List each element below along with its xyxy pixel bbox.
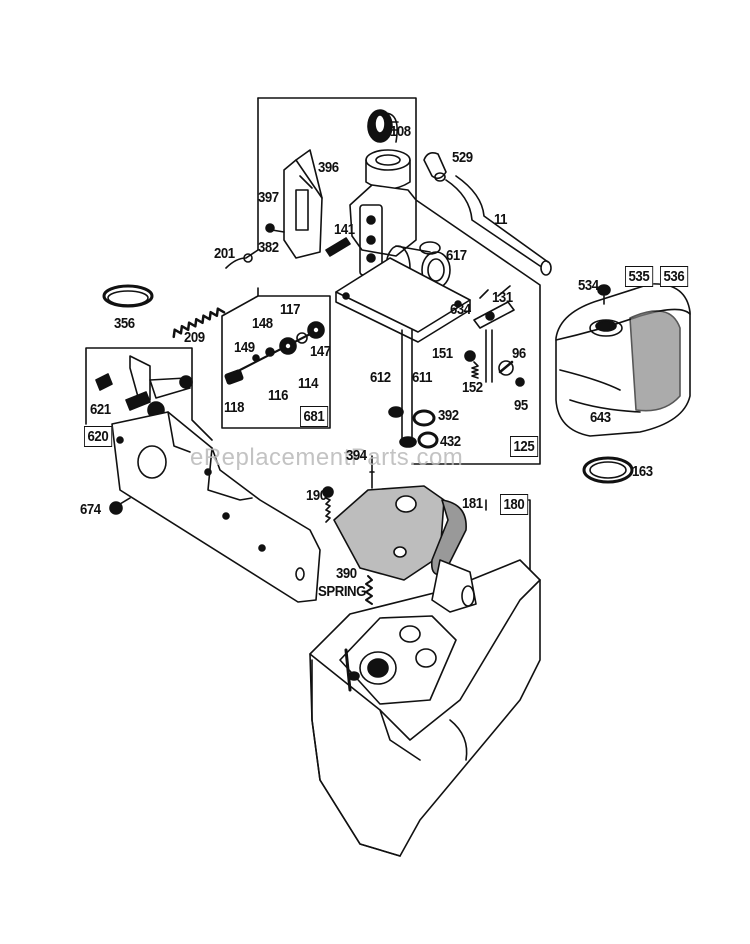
part-190-screw	[322, 486, 334, 523]
label-108: 108	[390, 123, 411, 140]
label-621: 621	[90, 401, 111, 418]
label-209: 209	[184, 329, 205, 346]
label-95: 95	[514, 397, 528, 414]
part-382-screw	[265, 223, 285, 233]
label-620: 620	[84, 426, 112, 447]
part-108-cap	[367, 109, 393, 143]
label-181: 181	[462, 495, 483, 512]
label-432: 432	[440, 433, 461, 450]
label-152: 152	[462, 379, 483, 396]
label-617: 617	[446, 247, 467, 264]
label-149: 149	[234, 339, 255, 356]
part-674-screw	[109, 497, 131, 515]
part-151-screw	[464, 350, 479, 379]
part-390-spring	[365, 575, 373, 605]
part-643-fuel-tank	[555, 283, 691, 437]
label-529: 529	[452, 149, 473, 166]
group-681-box	[221, 295, 331, 429]
part-180-air-cleaner-base	[309, 559, 541, 857]
label-535: 535	[625, 266, 653, 287]
part-394-gasket	[333, 455, 445, 581]
part-529-fitting	[423, 152, 447, 182]
group-621-frame	[85, 347, 213, 441]
label-148: 148	[252, 315, 273, 332]
part-141-pin	[325, 237, 351, 257]
part-11-fuel-pipe	[445, 175, 552, 276]
label-11: 11	[494, 211, 508, 228]
label-96: 96	[512, 345, 526, 362]
part-620-plate	[111, 411, 321, 603]
label-356: 356	[114, 315, 135, 332]
label-674: 674	[80, 501, 101, 518]
part-396-choke-plate	[283, 149, 323, 259]
label-117: 117	[280, 301, 300, 318]
label-681: 681	[300, 406, 328, 427]
watermark-text: eReplacementParts.com	[190, 444, 464, 471]
label-612: 612	[370, 369, 391, 386]
label-151: 151	[432, 345, 453, 362]
label-534: 534	[578, 277, 599, 294]
part-201-link	[225, 249, 259, 269]
label-634: 634	[450, 301, 471, 318]
part-96-washer	[498, 360, 525, 387]
label-114: 114	[298, 375, 318, 392]
label-190: 190	[306, 487, 327, 504]
label-611: 611	[412, 369, 432, 386]
label-180: 180	[500, 494, 528, 515]
label-382: 382	[258, 239, 279, 256]
label-643: 643	[590, 409, 611, 426]
label-397: 397	[258, 189, 279, 206]
label-141: 141	[334, 221, 355, 238]
carburetor-frame-outline	[257, 97, 541, 465]
label-163: 163	[632, 463, 653, 480]
label-125: 125	[510, 436, 538, 457]
label-536: 536	[660, 266, 688, 287]
label-147: 147	[310, 343, 331, 360]
label-392: 392	[438, 407, 459, 424]
label-390: 390	[336, 565, 357, 582]
label-131: 131	[492, 289, 513, 306]
part-356-ring	[102, 284, 154, 308]
label-118: 118	[224, 399, 244, 416]
part-209-spring	[172, 307, 226, 339]
label-spring: SPRING	[318, 583, 366, 600]
part-392-432-rings	[412, 409, 439, 449]
part-634-needle	[473, 285, 515, 383]
label-394: 394	[346, 447, 367, 464]
carburetor-body	[335, 112, 471, 448]
part-163-ring	[582, 456, 634, 484]
label-396: 396	[318, 159, 339, 176]
label-116: 116	[268, 387, 288, 404]
label-201: 201	[214, 245, 235, 262]
